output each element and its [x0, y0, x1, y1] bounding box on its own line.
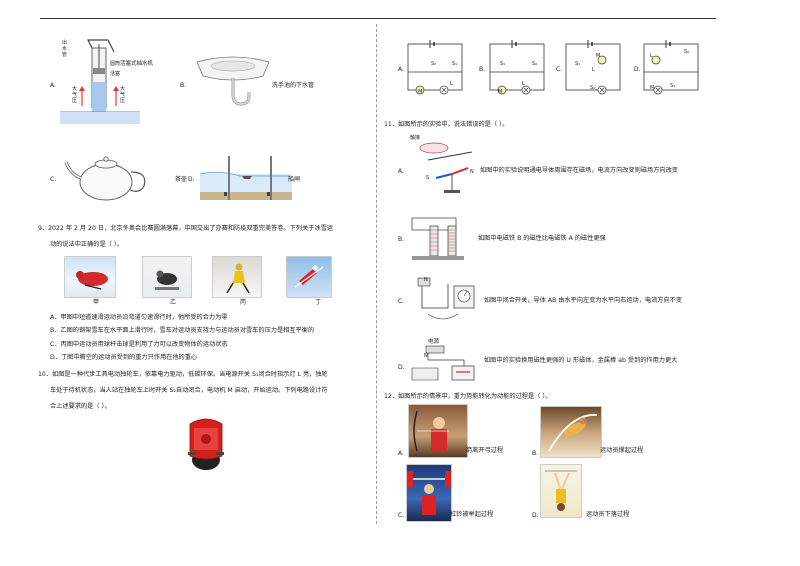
q9-photo-label-ding: 丁 — [315, 299, 322, 306]
q12-photo-polevault — [540, 406, 602, 458]
q8-option-c-caption: 茶壶 — [175, 176, 188, 183]
q10-option-a-letter: A. — [398, 66, 404, 73]
q9-photo-ding — [286, 256, 332, 298]
pump-label-pressure-right: 大气压 — [120, 86, 126, 104]
q12-option-a-caption: 箭离开弓过程 — [466, 447, 504, 454]
q11-option-d-text: 如图中的实验换用磁性更强的 U 形磁体，金属棒 ab 受到的作用力更大 — [484, 357, 678, 364]
circuit-d-l: L — [650, 53, 653, 59]
circuit-b-s1: S₁ — [500, 61, 506, 67]
q11-option-a-letter: A. — [398, 168, 404, 175]
q12-stem: 12．如图所示的情景中，重力势能转化为动能的过程是（ ）。 — [384, 393, 552, 400]
circuit-a-l: L — [450, 81, 453, 87]
q11-option-b-text: 如图中电磁铁 B 的磁性比电磁铁 A 的磁性更强 — [478, 235, 606, 242]
q11-option-c-text: 如图中闭合开关，导体 AB 由水平向左变为水平向右运动，电流方向不变 — [484, 297, 683, 304]
q11-c-label-n: N — [424, 277, 428, 283]
q9-stem-line2: 动的说法中正确的是（ ）。 — [50, 241, 124, 248]
q12-option-b-letter: B. — [532, 450, 539, 457]
q11-a-label-n: N — [470, 169, 474, 175]
pump-label-piston: 活塞 — [110, 71, 121, 77]
electromagnetic-induction-diagram — [408, 274, 482, 326]
q10-option-b-letter: B. — [479, 66, 486, 73]
q9-photo-label-jia: 甲 — [93, 299, 100, 306]
q9-photo-label-yi: 乙 — [170, 299, 177, 306]
circuit-b-s2: S₂ — [532, 61, 538, 67]
q8-option-d-caption: 船闸 — [288, 176, 301, 183]
circuit-c-l: L — [592, 67, 595, 73]
q9-photo-yi — [142, 256, 192, 298]
q8-option-b-letter: B. — [180, 82, 187, 89]
circuit-d-m: M — [650, 85, 655, 91]
q12-photo-gymnast — [540, 464, 582, 518]
q12-option-d-letter: D. — [532, 512, 539, 519]
circuit-b-l: L — [522, 81, 525, 87]
q11-option-c-letter: C. — [398, 298, 405, 305]
q12-option-b-caption: 运动员撑起过程 — [600, 447, 644, 454]
circuit-a-s2: S₂ — [431, 61, 437, 67]
sink-diagram — [193, 50, 273, 120]
q12-option-d-caption: 运动员下落过程 — [586, 511, 630, 518]
q9-photo-bing — [212, 256, 262, 298]
q11-option-b-letter: B. — [398, 236, 405, 243]
q10-option-d-letter: D. — [634, 66, 641, 73]
q8-option-d-letter: D. — [188, 176, 195, 183]
electromagnet-diagram — [408, 212, 474, 262]
q8-option-a-caption: 活塞式抽水机 — [120, 61, 154, 67]
q10-stem-line1: 10．如图是一种代步工具电动独轮车，依靠电力驱动，低碳环保。当电源开关 S₁闭合… — [38, 371, 328, 378]
q11-d-label-n: N — [424, 353, 428, 359]
q12-option-c-letter: C. — [398, 512, 405, 519]
q9-stem-line1: 9．2022 年 2 月 20 日，北京冬奥会比赛圆满落幕，中国交出了办赛和防疫… — [38, 225, 334, 232]
q9-photo-label-bing: 丙 — [240, 299, 247, 306]
motor-principle-diagram — [408, 344, 482, 386]
circuit-option-a — [404, 36, 466, 96]
q11-label-contact: 触接 — [410, 135, 421, 141]
header-rule — [40, 18, 716, 19]
circuit-d-s1: S₁ — [670, 83, 676, 89]
circuit-c-s1: S₁ — [575, 61, 581, 67]
q10-option-c-letter: C. — [556, 66, 563, 73]
q11-a-label-s: S — [426, 175, 430, 181]
pump-diagram — [60, 34, 140, 124]
circuit-option-d — [640, 36, 702, 96]
circuit-c-s2: S₂ — [590, 85, 596, 91]
q12-option-c-caption: 杠铃被举起过程 — [450, 511, 494, 518]
column-separator — [376, 24, 377, 524]
q11-option-d-letter: D. — [398, 364, 405, 371]
q12-photo-archery — [408, 404, 468, 458]
q11-d-label-power: 电源 — [428, 339, 440, 345]
circuit-c-m: M — [596, 53, 601, 59]
q9-photo-jia — [64, 256, 116, 298]
q10-stem-line3: 合上述要求的是（ ）。 — [50, 403, 111, 410]
oersted-experiment-diagram — [408, 138, 480, 194]
circuit-b-m: M — [498, 89, 503, 95]
pump-label-pressure-left: 大气压 — [72, 86, 78, 104]
unicycle-image — [182, 412, 230, 472]
circuit-a-s1: S₁ — [452, 61, 458, 67]
q8-option-c-letter: C. — [50, 176, 57, 183]
circuit-d-s2: S₂ — [684, 49, 690, 55]
pump-label-outlet: 出水管 — [62, 40, 68, 58]
pump-label-cylinder: 圆筒 — [110, 61, 121, 67]
q9-option-a: A．甲图中短道速滑运动员沿弯道匀速滑行时，他所受的合力为零 — [50, 314, 228, 321]
q8-option-b-caption: 洗手池的下水管 — [272, 82, 315, 89]
circuit-a-m: M — [418, 89, 423, 95]
teapot-diagram — [64, 148, 150, 204]
q10-stem-line2: 车处于待机状态，当人站在独轮车上时开关 S₂自动闭合，电动机 M 启动，开始运动… — [50, 387, 328, 394]
q11-option-a-text: 如图中的实验说明通电导体周围存在磁场，电流方向改变则磁场方向改变 — [480, 167, 678, 174]
q8-option-a-letter: A. — [50, 82, 56, 89]
q12-option-a-letter: A. — [398, 450, 404, 457]
circuit-option-b — [486, 36, 548, 96]
circuit-option-c — [562, 36, 624, 96]
q9-option-c: C．丙图中运动员用球杆击球是利用了力可以改变物体的运动状态 — [50, 341, 228, 348]
ship-lock-diagram — [200, 152, 292, 208]
q12-photo-weightlifting — [406, 464, 452, 522]
q9-option-b: B．乙图的钢架雪车在水平面上滑行时，雪车对运动员支持力与运动员对雪车的压力是相互… — [50, 327, 315, 334]
q9-option-d: D．丁图中腾空的运动员受到的重力只作用在他的重心 — [50, 354, 198, 361]
q11-stem: 11．如图所示的实验中，说法错误的是（ ）。 — [384, 121, 509, 128]
